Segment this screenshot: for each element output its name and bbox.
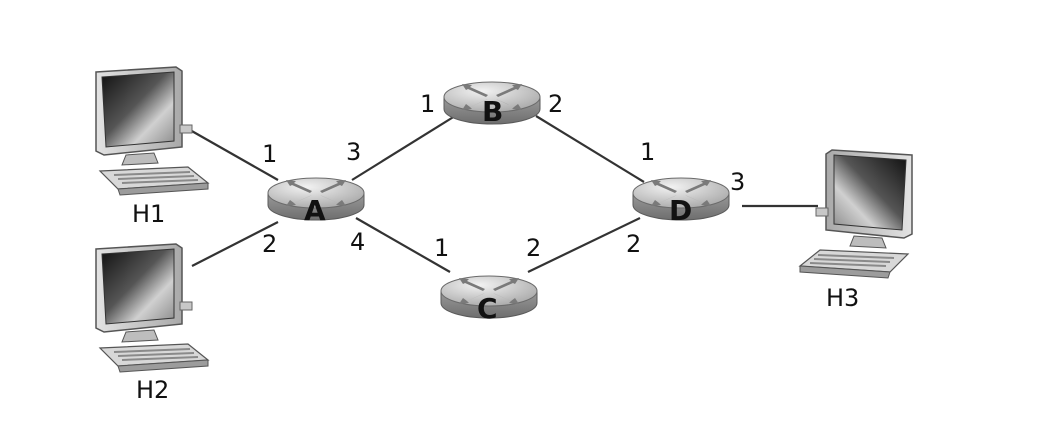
port-a-h1: 1	[262, 140, 277, 168]
port-c-d: 2	[526, 234, 541, 262]
host-h1: H1	[96, 67, 208, 228]
router-b: B	[444, 82, 540, 128]
router-b-label: B	[482, 95, 503, 128]
router-c-label: C	[477, 292, 498, 325]
host-h3-label: H3	[826, 284, 859, 312]
port-a-b: 3	[346, 138, 361, 166]
router-d: D	[633, 178, 729, 227]
link-c-d	[528, 218, 640, 272]
link-a-b	[352, 116, 455, 180]
router-a: A	[268, 178, 364, 227]
port-b-a: 1	[420, 90, 435, 118]
port-a-h2: 2	[262, 230, 277, 258]
port-b-d: 2	[548, 90, 563, 118]
host-h3	[800, 150, 912, 278]
host-h2: H2	[96, 244, 208, 404]
port-d-b: 1	[640, 138, 655, 166]
port-a-c: 4	[350, 228, 365, 256]
host-h1-label: H1	[132, 200, 165, 228]
router-d-label: D	[669, 194, 692, 227]
link-b-d	[536, 116, 644, 182]
host-h2-label: H2	[136, 376, 169, 404]
port-d-c: 2	[626, 230, 641, 258]
router-a-label: A	[304, 194, 326, 227]
router-c: C	[441, 276, 537, 325]
port-d-h3: 3	[730, 168, 745, 196]
port-c-a: 1	[434, 234, 449, 262]
